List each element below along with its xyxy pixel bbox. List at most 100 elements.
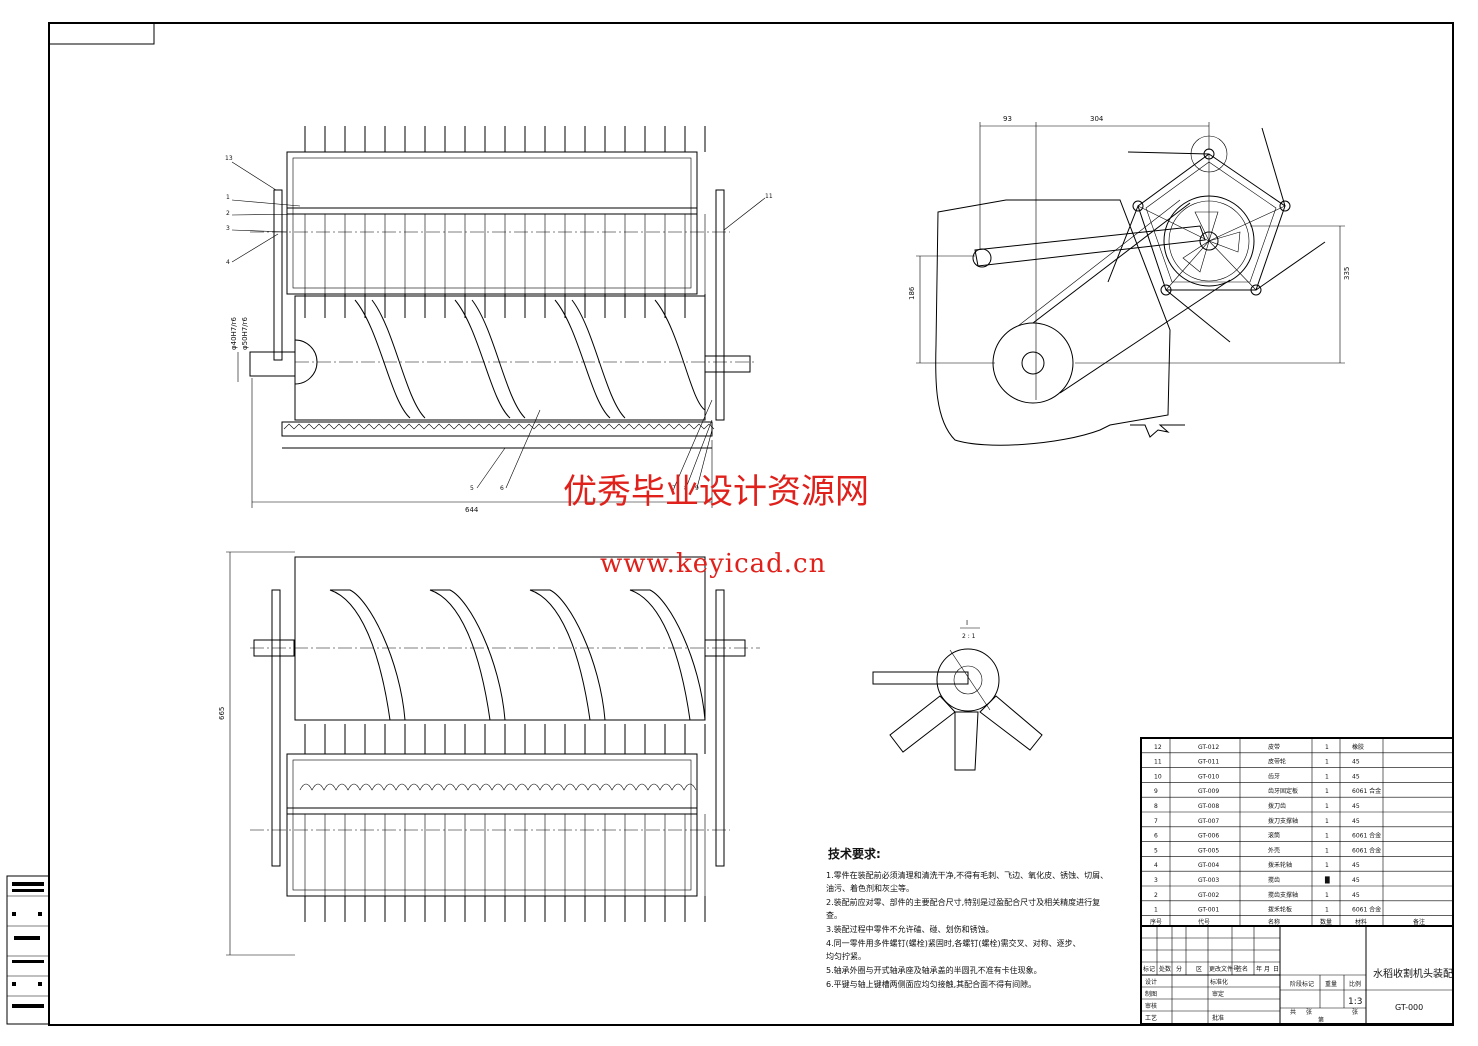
leader-11: 11	[765, 193, 773, 200]
bom-cell-code: GT-009	[1198, 788, 1219, 795]
bom-cell-qty: 1	[1325, 907, 1329, 914]
bom-cell-name: 拨刀支撑轴	[1268, 817, 1298, 825]
drawing-border	[48, 22, 1454, 1026]
bom-cell-no: 7	[1154, 818, 1158, 825]
bom-cell-name: 拨禾轮板	[1268, 906, 1292, 914]
bom-cell-code: GT-006	[1198, 833, 1219, 840]
tb-design: 设计	[1145, 978, 1157, 986]
bom-header-name: 名称	[1268, 918, 1280, 926]
dim-left-height: 186	[908, 286, 916, 300]
bom-cell-no: 10	[1154, 773, 1162, 780]
bom-cell-material: 45	[1352, 862, 1360, 869]
tb-zone: 分	[1176, 965, 1182, 973]
bom-cell-name: 滚筒	[1268, 832, 1280, 840]
bom-cell-material: 45	[1352, 818, 1360, 825]
tb-page2: 张	[1352, 1008, 1358, 1016]
tb-change: 更改文件号	[1209, 965, 1239, 973]
tb-zone2: 区	[1196, 966, 1202, 973]
tech-req-line: 4.同一零件用多件螺钉(螺栓)紧固时,各螺钉(螺栓)需交叉、对称、逐步、	[826, 938, 1081, 948]
detail-scale: 2 : 1	[962, 633, 976, 640]
dim-top-b: 304	[1090, 115, 1104, 123]
bom-cell-material: 45	[1352, 759, 1360, 766]
tb-draw: 制图	[1145, 990, 1157, 998]
bom-cell-no: 6	[1154, 833, 1158, 840]
dim-right-height: 335	[1343, 267, 1351, 280]
bom-cell-code: GT-005	[1198, 847, 1219, 854]
bom-cell-no: 4	[1154, 862, 1158, 869]
bom-cell-name: 齿牙固定板	[1268, 787, 1298, 795]
tb-day: 日	[1273, 966, 1279, 973]
bom-cell-qty: 1	[1325, 892, 1329, 899]
tb-sheet: 张	[1306, 1008, 1312, 1016]
bom-cell-no: 3	[1154, 877, 1158, 884]
tech-req-line: 1.零件在装配前必须清理和清洗干净,不得有毛刺、飞边、氧化皮、锈蚀、切屑、	[826, 870, 1108, 880]
bom-cell-qty: 1	[1325, 833, 1329, 840]
watermark-cn: 优秀毕业设计资源网	[563, 472, 869, 512]
bom-cell-code: GT-001	[1198, 907, 1219, 914]
tb-page: 第	[1318, 1016, 1324, 1024]
bom-cell-name: 外壳	[1268, 846, 1280, 854]
bom-cell-code: GT-003	[1198, 877, 1219, 884]
bom-cell-code: GT-002	[1198, 892, 1219, 899]
tb-count: 处数	[1159, 965, 1171, 973]
leader-4: 4	[226, 259, 230, 266]
bom-cell-qty: 1	[1325, 818, 1329, 825]
tb-month: 月	[1264, 966, 1270, 973]
bom-cell-no: 1	[1154, 907, 1158, 914]
leader-2: 2	[226, 210, 230, 217]
bom-header-code: 代号	[1198, 918, 1210, 926]
bom-header-note: 备注	[1413, 918, 1425, 926]
front-view: 665	[218, 551, 760, 956]
bom-cell-code: GT-008	[1198, 803, 1219, 810]
bom-cell-name: 皮带	[1268, 743, 1280, 751]
watermark-url: www.keyicad.cn	[600, 549, 826, 579]
leader-3: 3	[226, 225, 230, 232]
tech-req-title: 技术要求:	[828, 846, 881, 861]
tech-req-line: 6.平键与轴上键槽两侧面应均匀接触,其配合面不得有间隙。	[826, 979, 1036, 989]
leader-1: 1	[226, 194, 230, 201]
tb-craft: 工艺	[1145, 1014, 1157, 1022]
tb-sheets: 共	[1290, 1008, 1296, 1016]
binding-strip	[6, 875, 50, 1025]
bom-header-mat: 材料	[1355, 918, 1367, 926]
bom-cell-material: 45	[1352, 773, 1360, 780]
bom-cell-material: 45	[1352, 892, 1360, 899]
bom-cell-name: 齿牙	[1268, 772, 1280, 780]
bom-cell-material: 6061 合金	[1352, 906, 1381, 914]
dim-overall-width: 644	[465, 506, 479, 514]
bom-cell-code: GT-010	[1198, 773, 1219, 780]
bom-cell-material: 6061 合金	[1352, 832, 1381, 840]
tb-scale-value: 1:3	[1348, 997, 1362, 1007]
bom-cell-qty: 1	[1325, 773, 1329, 780]
tech-req-line: 查。	[826, 910, 842, 920]
leader-9: 9	[695, 485, 699, 492]
detail-label: I	[966, 619, 968, 627]
bom-cell-name: 拨禾轮轴	[1268, 861, 1292, 869]
bom-cell-no: 12	[1154, 744, 1162, 751]
tb-stage: 阶段标记	[1290, 980, 1314, 988]
bom-cell-no: 8	[1154, 803, 1158, 810]
side-view: 93 304 186 335	[908, 115, 1351, 446]
leader-7: 7	[672, 485, 676, 492]
bill-of-materials: 12 GT-012 皮带 1 橡胶 1 1 GT-011 皮带轮 1 45 10 GT-010 齿牙 1 45…	[1140, 737, 1454, 927]
bom-cell-code: GT-012	[1198, 744, 1219, 751]
bom-cell-name: 搅齿支撑轴	[1268, 891, 1298, 899]
bom-cell-material: 45	[1352, 803, 1360, 810]
top-left-label-box	[48, 22, 155, 45]
tb-standard: 标准化	[1210, 978, 1228, 986]
bom-cell-material: 橡胶	[1352, 743, 1364, 751]
dim-shaft-d1: φ40H7/r6	[230, 317, 238, 350]
tb-check: 审核	[1145, 1002, 1157, 1010]
bom-cell-name: 拨刀齿	[1268, 802, 1286, 810]
bom-cell-qty: 1	[1325, 759, 1329, 766]
bom-cell-code: GT-011	[1198, 759, 1219, 766]
detail-view-i: I 2 : 1	[872, 619, 1043, 771]
bom-cell-material: 6061 合金	[1352, 846, 1381, 854]
bom-cell-no: 9	[1154, 788, 1158, 795]
tb-mark: 标记	[1143, 965, 1155, 973]
leader-5: 5	[470, 485, 474, 492]
technical-requirements: 技术要求: 1.零件在装配前必须清理和清洗干净,不得有毛刺、飞边、氧化皮、锈蚀、…	[826, 846, 1108, 989]
bom-cell-name: 皮带轮	[1268, 758, 1286, 766]
tb-ratio: 比例	[1349, 980, 1361, 988]
tb-title: 水稻收割机头装配	[1373, 967, 1453, 980]
